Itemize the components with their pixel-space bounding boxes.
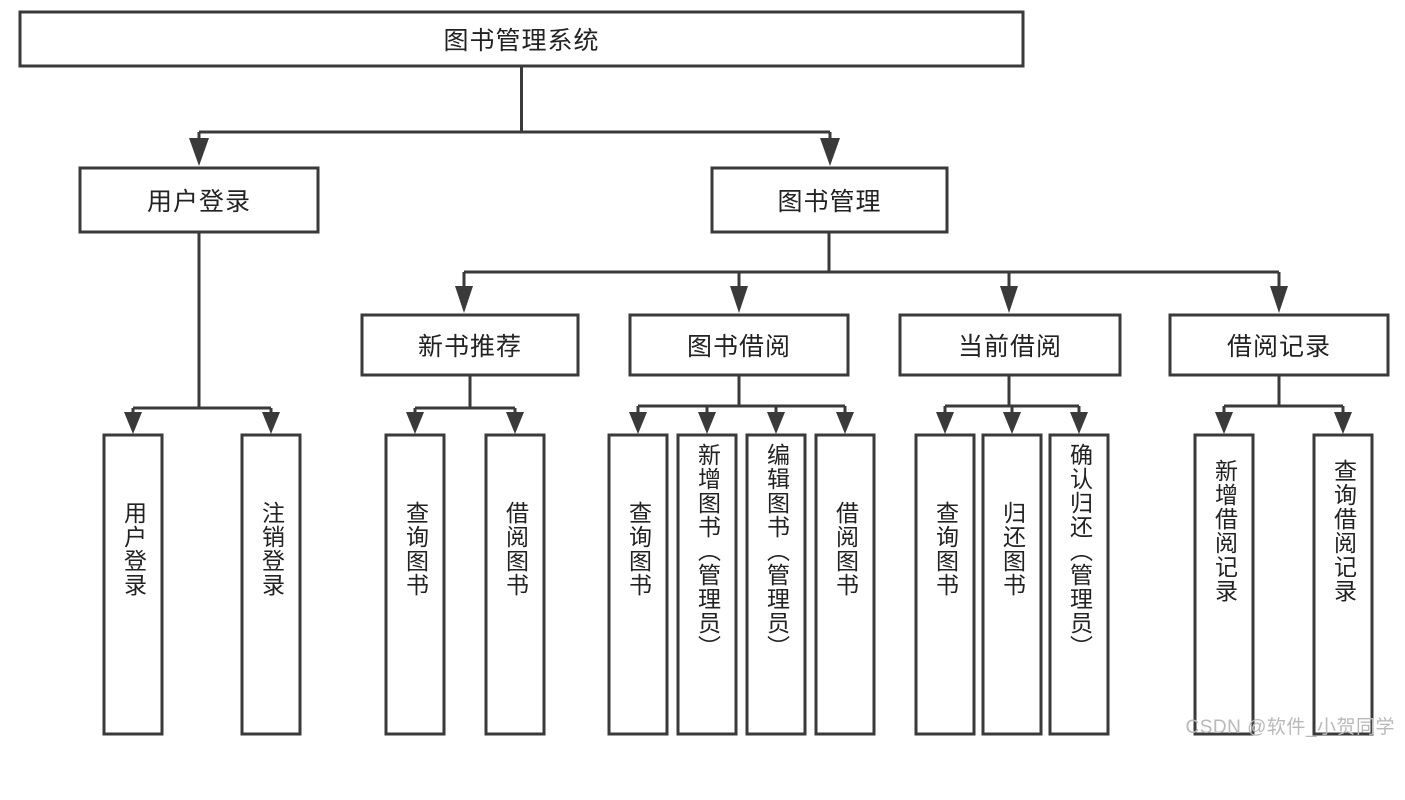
node-book-borrow[interactable]	[628, 313, 850, 377]
arrowhead-leaf-user-login-2	[262, 412, 280, 434]
leaf-box-logout[interactable]	[240, 433, 302, 736]
leaf-box-return-book[interactable]	[981, 433, 1043, 736]
arrowhead-leaf-borrow-records-1	[1215, 412, 1233, 434]
hierarchy-diagram-svg	[18, 10, 1390, 736]
arrowhead-leaf-current-borrow-3	[1070, 412, 1088, 434]
arrowhead-to-book-management	[820, 138, 840, 166]
leaf-box-add-book-admin[interactable]	[676, 433, 738, 736]
leaf-box-query-book-current[interactable]	[914, 433, 976, 736]
node-new-book-recommend[interactable]	[360, 313, 580, 377]
arrowhead-leaf-book-borrow-3	[767, 412, 785, 434]
node-book-management[interactable]	[710, 166, 949, 234]
arrowhead-to-book-borrow	[730, 286, 748, 313]
arrowhead-leaf-book-borrow-4	[836, 412, 854, 434]
arrowhead-to-borrow-records	[1270, 286, 1288, 313]
arrowhead-to-new-book	[455, 286, 473, 313]
arrowhead-leaf-user-login-1	[124, 412, 142, 434]
arrowhead-leaf-book-borrow-1	[629, 412, 647, 434]
arrowhead-leaf-borrow-records-2	[1334, 412, 1352, 434]
leaf-box-confirm-return-admin[interactable]	[1048, 433, 1110, 736]
arrowhead-to-current-borrow	[1000, 286, 1018, 313]
arrowhead-leaf-new-book-1	[406, 412, 424, 434]
csdn-watermark: CSDN @软件_小贺同学	[1185, 717, 1395, 738]
node-borrow-records[interactable]	[1168, 313, 1390, 377]
arrowhead-leaf-book-borrow-2	[698, 412, 716, 434]
node-current-borrow[interactable]	[898, 313, 1122, 377]
leaf-box-borrow-book[interactable]	[814, 433, 876, 736]
leaf-box-query-book-borrow[interactable]	[607, 433, 669, 736]
node-user-login[interactable]	[78, 166, 320, 234]
leaf-box-query-borrow-record[interactable]	[1312, 433, 1374, 736]
node-root-book-management-system[interactable]	[18, 10, 1025, 68]
leaf-box-query-book-newbook[interactable]	[384, 433, 446, 736]
arrowhead-leaf-current-borrow-2	[1003, 412, 1021, 434]
leaf-box-borrow-book-newbook[interactable]	[484, 433, 546, 736]
leaf-box-add-borrow-record[interactable]	[1193, 433, 1255, 736]
diagram-canvas: 图书管理系统 用户登录 图书管理 新书推荐 图书借阅 当前借阅 借阅记录 用户登…	[18, 10, 1395, 738]
arrowhead-to-user-login	[189, 138, 209, 166]
arrowhead-leaf-current-borrow-1	[936, 412, 954, 434]
leaf-box-user-login[interactable]	[102, 433, 164, 736]
leaf-box-edit-book-admin[interactable]	[745, 433, 807, 736]
arrowhead-leaf-new-book-2	[506, 412, 524, 434]
